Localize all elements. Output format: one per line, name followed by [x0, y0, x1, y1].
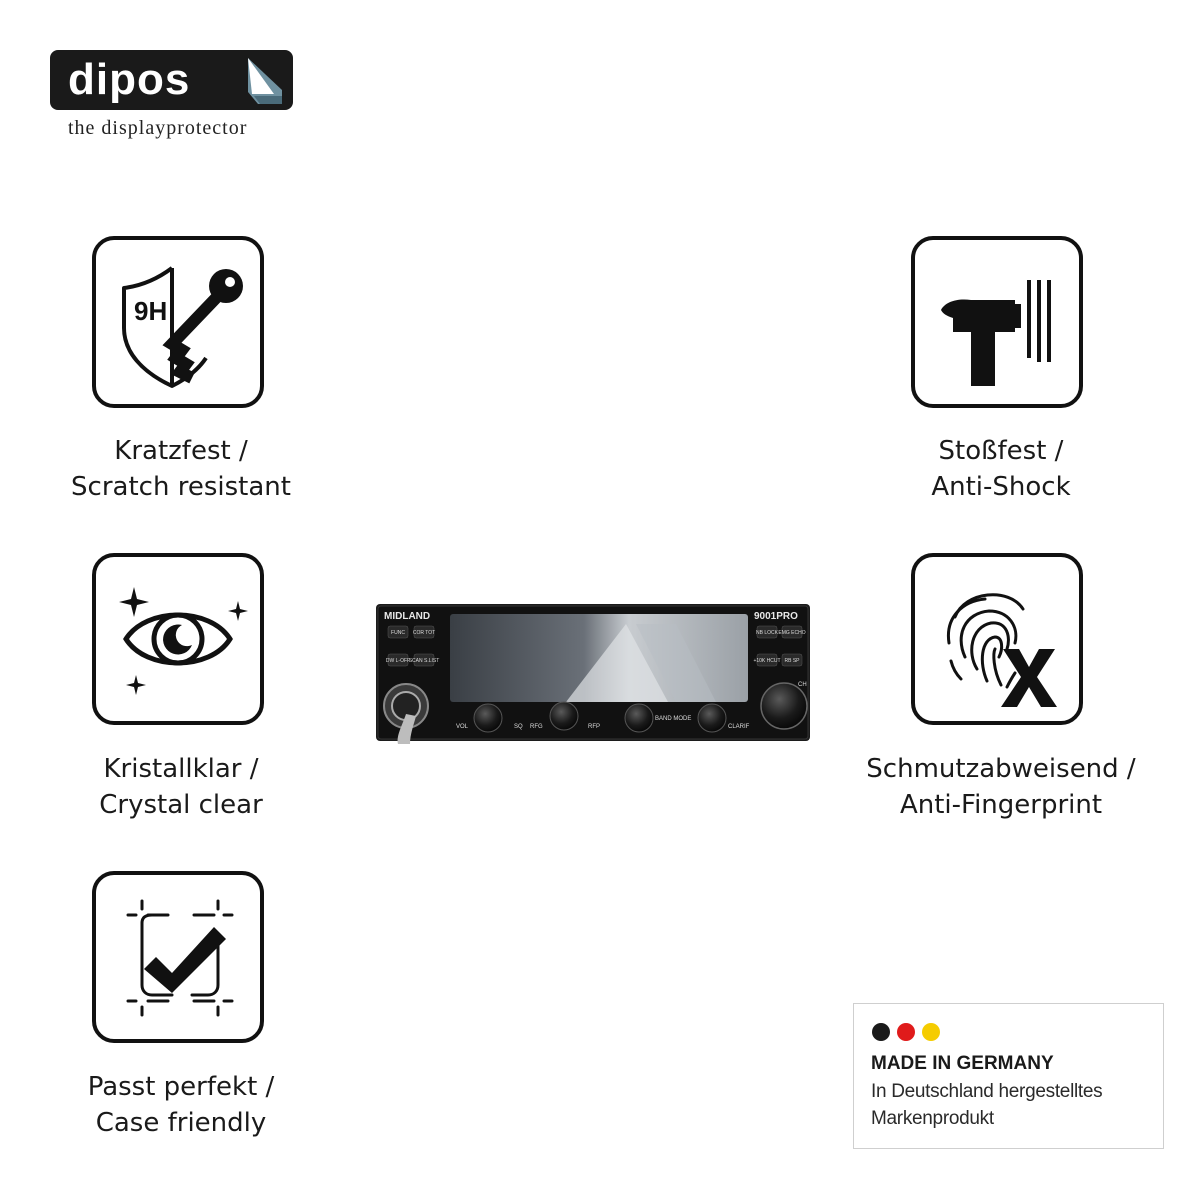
svg-text:CLARIF: CLARIF: [728, 724, 750, 730]
svg-text:RFP: RFP: [588, 724, 600, 730]
svg-text:SQ: SQ: [514, 724, 523, 730]
feature-shock-line1: Stoßfest /: [938, 436, 1064, 466]
svg-text:9H: 9H: [134, 296, 167, 326]
feature-scratch-box: 9H: [92, 236, 264, 408]
svg-text:CH: CH: [798, 682, 807, 688]
feature-scratch-label: Kratzfest / Scratch resistant: [11, 433, 351, 505]
germany-flag-dots: [872, 1023, 942, 1045]
feature-clear-box: [92, 553, 264, 725]
feature-fingerprint-box: [911, 553, 1083, 725]
feature-fit-label: Passt perfekt / Case friendly: [11, 1069, 351, 1141]
product-image-radio: MIDLAND 9001PRO FUNC COR TOT DW L-OFF SC…: [376, 604, 810, 744]
checkmark-frame-icon: [126, 899, 234, 1017]
feature-shock-label: Stoßfest / Anti-Shock: [831, 433, 1171, 505]
brand-name: dipos: [68, 55, 191, 104]
feature-clear-label: Kristallklar / Crystal clear: [11, 751, 351, 823]
feature-shock-line2: Anti-Shock: [931, 472, 1071, 502]
feature-fingerprint-label: Schmutzabweisend / Anti-Fingerprint: [831, 751, 1171, 823]
feature-shock-box: [911, 236, 1083, 408]
svg-text:RFG: RFG: [530, 724, 543, 730]
svg-text:NB LOCK: NB LOCK: [756, 630, 779, 636]
svg-text:VOL: VOL: [456, 724, 469, 730]
radio-brand-text: MIDLAND: [384, 611, 430, 622]
svg-text:BAND MODE: BAND MODE: [655, 716, 691, 722]
eye-sparkle-icon: [119, 587, 248, 695]
feature-scratch-line2: Scratch resistant: [71, 472, 291, 502]
feature-clear-line1: Kristallklar /: [103, 754, 259, 784]
feature-fingerprint-line2: Anti-Fingerprint: [899, 790, 1103, 820]
made-in-title: MADE IN GERMANY: [871, 1053, 1054, 1074]
feature-fit-line2: Case friendly: [95, 1108, 267, 1138]
feature-fingerprint-line1: Schmutzabweisend /: [866, 754, 1136, 784]
svg-text:FUNC: FUNC: [391, 630, 405, 636]
made-in-line1: In Deutschland hergestelltes: [871, 1081, 1103, 1102]
flag-dot-gold: [922, 1023, 941, 1041]
svg-text:DW L-OFF: DW L-OFF: [386, 658, 410, 664]
fingerprint-x-icon: [946, 593, 1057, 707]
feature-scratch-line1: Kratzfest /: [114, 436, 248, 466]
feature-fit-line1: Passt perfekt /: [87, 1072, 275, 1102]
logo-badge: [50, 50, 293, 110]
cb-radio-illustration: MIDLAND 9001PRO FUNC COR TOT DW L-OFF SC…: [376, 604, 810, 744]
feature-fit-box: [92, 871, 264, 1043]
feature-clear-line2: Crystal clear: [99, 790, 263, 820]
svg-text:+10K HCUT: +10K HCUT: [753, 658, 780, 664]
svg-text:SCAN S.LIST: SCAN S.LIST: [409, 658, 440, 664]
flag-dot-black: [872, 1023, 890, 1041]
flag-dot-red: [897, 1023, 916, 1041]
brand-tagline: the displayprotector: [68, 117, 248, 139]
made-in-germany-badge: MADE IN GERMANY In Deutschland hergestel…: [853, 1003, 1164, 1149]
svg-text:EMG ECHO: EMG ECHO: [778, 630, 805, 636]
made-in-line2: Markenprodukt: [871, 1108, 994, 1129]
svg-text:RB SP: RB SP: [784, 658, 800, 664]
svg-text:COR TOT: COR TOT: [413, 630, 435, 636]
hammer-icon: [941, 280, 1051, 386]
radio-model-text: 9001PRO: [754, 611, 798, 622]
shield-9h-key-icon: 9H: [122, 266, 243, 388]
brand-logo: dipos the displayprotector: [50, 50, 295, 142]
